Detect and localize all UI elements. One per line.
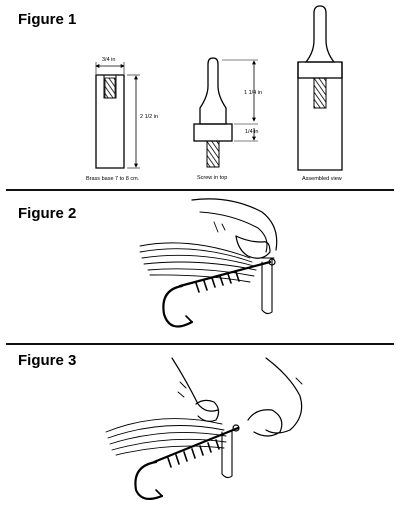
figure-2-illustration	[139, 198, 278, 328]
figure-1-title: Figure 1	[18, 11, 77, 28]
brass-base-drawing	[95, 62, 140, 169]
figure-1-diagram: 3/4 in 2 1/2 in Brass base 7 to 8 cm. 1 …	[86, 5, 343, 182]
dim-base-height-label: 2 1/2 in	[140, 114, 158, 120]
assembled-view-drawing	[297, 5, 343, 171]
caption-screw-top: Screw in top	[197, 175, 227, 181]
divider-1	[6, 189, 394, 191]
figure-3-title: Figure 3	[18, 352, 77, 369]
caption-brass-base: Brass base 7 to 8 cm.	[86, 176, 140, 182]
screw-top-drawing	[193, 57, 258, 168]
figure-3-illustration	[105, 357, 303, 501]
dim-shaft-height-label: 1 1/4 in	[244, 90, 262, 96]
dim-top-width-label: 3/4 in	[102, 57, 115, 63]
dim-collar-height-label: 1/4 in	[245, 129, 258, 135]
caption-assembled-view: Assembled view	[302, 176, 342, 182]
figure-2-title: Figure 2	[18, 205, 77, 222]
divider-2	[6, 343, 394, 345]
